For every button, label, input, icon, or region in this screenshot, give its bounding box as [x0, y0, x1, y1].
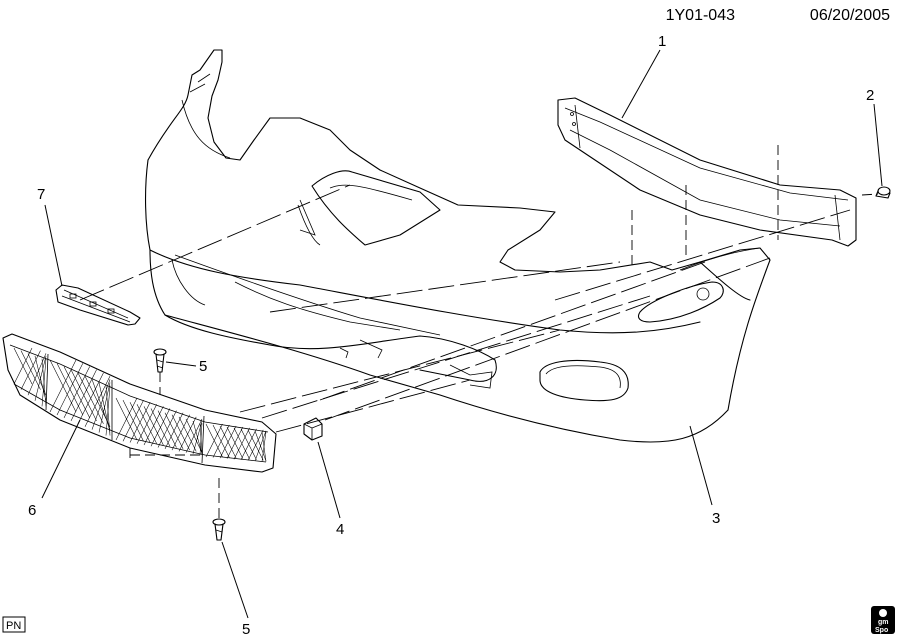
front-fascia	[144, 49, 771, 443]
push-clip-lower	[212, 518, 226, 541]
retainer-clip	[303, 417, 323, 441]
callout-4: 4	[336, 521, 344, 538]
callout-5b: 5	[242, 621, 250, 638]
lower-grille	[2, 333, 277, 473]
callout-leaders	[41, 49, 883, 619]
bolt	[875, 186, 891, 199]
callout-2: 2	[866, 87, 874, 104]
callout-6: 6	[28, 502, 36, 519]
callout-1: 1	[658, 33, 666, 50]
alignment-lines	[79, 145, 879, 520]
callout-5a: 5	[199, 358, 207, 375]
push-clip-upper	[153, 348, 167, 373]
drawing-id: 1Y01-043	[666, 7, 735, 24]
pn-box: PN	[2, 616, 26, 633]
upper-grille-insert	[55, 284, 141, 326]
gm-spo-logo: gm Spo	[871, 606, 895, 634]
logo-line-2: Spo	[875, 627, 888, 634]
pn-label: PN	[6, 620, 21, 632]
callout-7: 7	[37, 186, 45, 203]
logo-line-1: gm	[878, 619, 889, 626]
drawing-date: 06/20/2005	[810, 7, 890, 24]
callout-3: 3	[712, 510, 720, 527]
impact-bar	[557, 97, 857, 247]
